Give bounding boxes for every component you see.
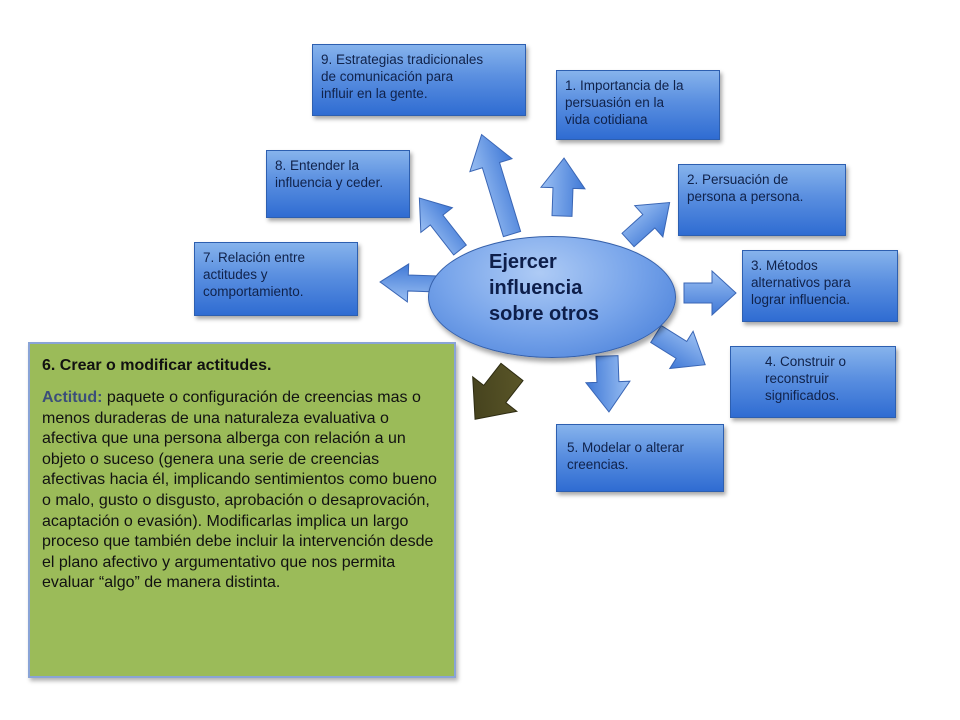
arrow-to-5	[584, 355, 631, 413]
arrow-to-1	[539, 157, 586, 217]
node-2: 2. Persuación de persona a persona.	[678, 164, 846, 236]
arrow-to-6	[472, 362, 524, 420]
node-7: 7. Relación entre actitudes y comportami…	[194, 242, 358, 316]
arrow-to-8	[418, 197, 468, 256]
arrow-to-3	[683, 269, 737, 317]
node-9: 9. Estrategias tradicionales de comunica…	[312, 44, 526, 116]
center-ellipse: Ejercer influencia sobre otros	[428, 236, 676, 358]
node-9-label: 9. Estrategias tradicionales de comunica…	[321, 52, 484, 101]
detail-body: Actitud: paquete o configuración de cree…	[42, 388, 442, 594]
arrow-to-7	[379, 263, 439, 303]
arrow-to-9	[469, 133, 522, 238]
node-4: 4. Construir o reconstruir significados.	[730, 346, 896, 418]
node-7-label: 7. Relación entre actitudes y comportami…	[203, 250, 306, 299]
node-3-label: 3. Métodos alternativos para lograr infl…	[751, 258, 851, 307]
detail-box: 6. Crear o modificar actitudes. Actitud:…	[28, 342, 456, 678]
detail-text: paquete o configuración de creencias mas…	[42, 389, 437, 592]
center-label: Ejercer influencia sobre otros	[489, 251, 600, 325]
node-8-label: 8. Entender la influencia y ceder.	[275, 158, 384, 190]
detail-term: Actitud:	[42, 389, 103, 406]
node-4-label: 4. Construir o reconstruir significados.	[765, 354, 847, 403]
node-5: 5. Modelar o alterar creencias.	[556, 424, 724, 492]
arrow-to-4	[650, 324, 706, 370]
node-5-label: 5. Modelar o alterar creencias.	[567, 440, 685, 472]
node-1-label: 1. Importancia de la persuasión en la vi…	[565, 78, 684, 127]
node-3: 3. Métodos alternativos para lograr infl…	[742, 250, 898, 322]
node-1: 1. Importancia de la persuasión en la vi…	[556, 70, 720, 140]
arrow-to-2	[621, 201, 671, 248]
detail-title: 6. Crear o modificar actitudes.	[42, 357, 272, 374]
node-8: 8. Entender la influencia y ceder.	[266, 150, 410, 218]
node-2-label: 2. Persuación de persona a persona.	[687, 172, 804, 204]
